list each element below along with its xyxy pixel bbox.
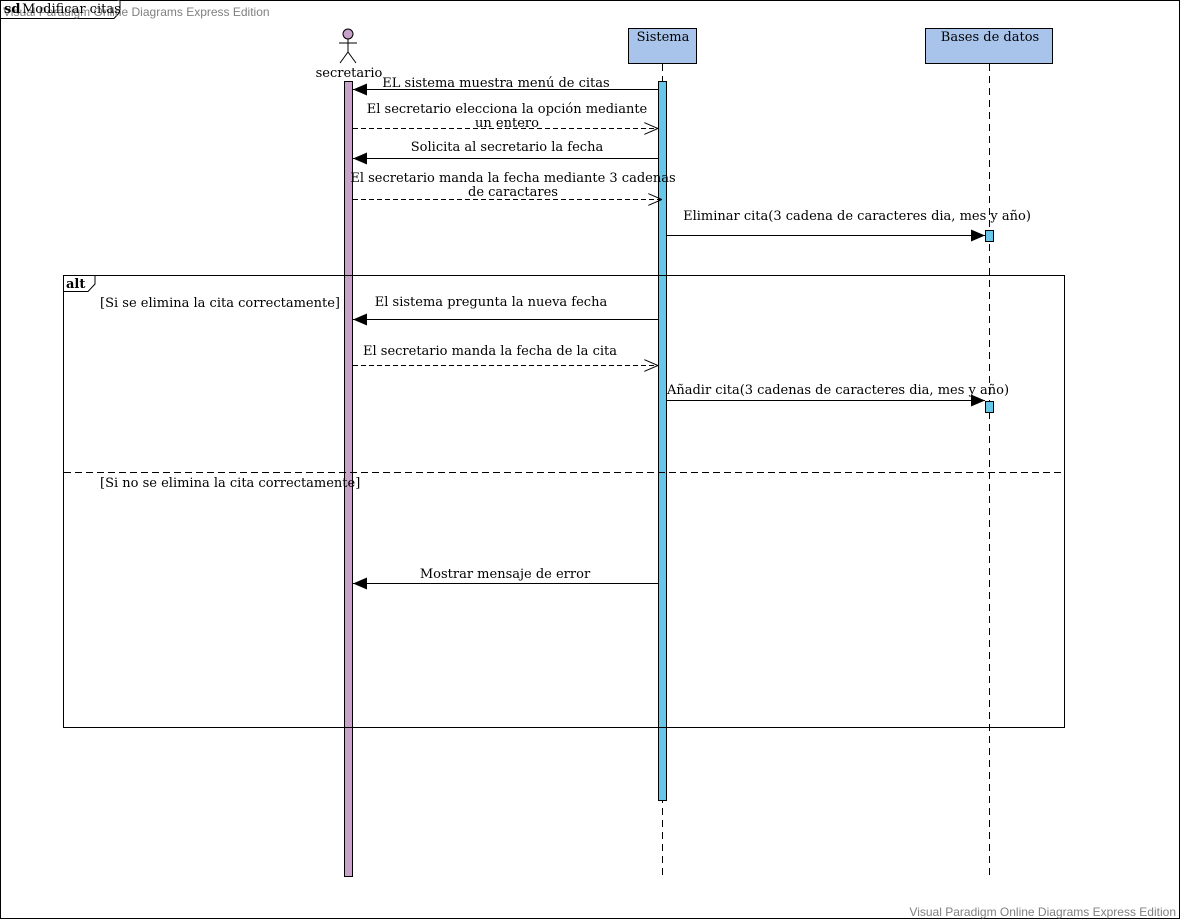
message-3: Solicita al secretario la fecha (353, 140, 658, 165)
message-7: El secretario manda la fecha de la cita (353, 344, 658, 366)
message-label-2-line-1: El secretario elecciona la opción median… (367, 102, 648, 117)
lifeline-head-bases-de-datos (925, 28, 1053, 64)
message-label-7: El secretario manda la fecha de la cita (363, 344, 617, 359)
message-5: Eliminar cita(3 cadena de caracteres dia… (667, 209, 1031, 242)
message-label-5: Eliminar cita(3 cadena de caracteres dia… (683, 209, 1031, 224)
alt-guard-1: [Si se elimina la cita correctamente] (100, 296, 340, 311)
alt-fragment: alt [Si se elimina la cita correctamente… (63, 275, 1065, 728)
frame-label-tab (0, 0, 121, 19)
alt-operator: alt (66, 277, 85, 292)
lifeline-head-sistema (628, 28, 697, 64)
lifeline-label-secretario: secretario (316, 66, 383, 81)
alt-fragment-frame (63, 275, 1065, 728)
activation-bar-sistema (658, 81, 667, 801)
message-label-4-line-2: de caractares (468, 185, 558, 200)
activation-bar-bd-1 (985, 230, 994, 242)
message-label-8: Añadir cita(3 cadenas de caracteres dia,… (666, 383, 1009, 398)
message-4: El secretario manda la fecha mediante 3 … (350, 171, 676, 200)
message-label-1: EL sistema muestra menú de citas (382, 76, 609, 91)
message-label-3: Solicita al secretario la fecha (411, 140, 604, 155)
message-2: El secretario elecciona la opción median… (353, 102, 658, 131)
frame-keyword: sd (4, 2, 20, 17)
message-label-2-line-2: un entero (475, 116, 539, 131)
activation-bar-secretario (344, 81, 353, 877)
message-9: Mostrar mensaje de error (353, 567, 658, 590)
watermark-bottom: Visual Paradigm Online Diagrams Express … (909, 905, 1176, 919)
messages: EL sistema muestra menú de citas El secre… (350, 76, 1031, 590)
message-label-6: El sistema pregunta la nueva fecha (375, 295, 608, 310)
message-label-9: Mostrar mensaje de error (420, 567, 591, 582)
lifeline-sistema: Sistema (628, 28, 697, 876)
message-8: Añadir cita(3 cadenas de caracteres dia,… (666, 383, 1009, 407)
activation-bar-bd-2 (985, 401, 994, 413)
message-6: El sistema pregunta la nueva fecha (353, 295, 658, 326)
alt-operator-tab (63, 275, 96, 292)
message-label-4-line-1: El secretario manda la fecha mediante 3 … (350, 171, 675, 186)
message-1: EL sistema muestra menú de citas (353, 76, 658, 96)
stick-figure-actor-icon (339, 28, 357, 64)
lifeline-label-bases-de-datos: Bases de datos (941, 30, 1039, 45)
lifeline-bases-de-datos: Bases de datos (925, 28, 1053, 876)
lifeline-label-sistema: Sistema (637, 30, 690, 45)
lifeline-secretario: secretario (316, 28, 383, 877)
watermark-top: Visual Paradigm Online Diagrams Express … (3, 5, 270, 19)
alt-guard-2: [Si no se elimina la cita correctamente] (100, 476, 360, 491)
frame-name: Modificar citas (22, 2, 121, 17)
